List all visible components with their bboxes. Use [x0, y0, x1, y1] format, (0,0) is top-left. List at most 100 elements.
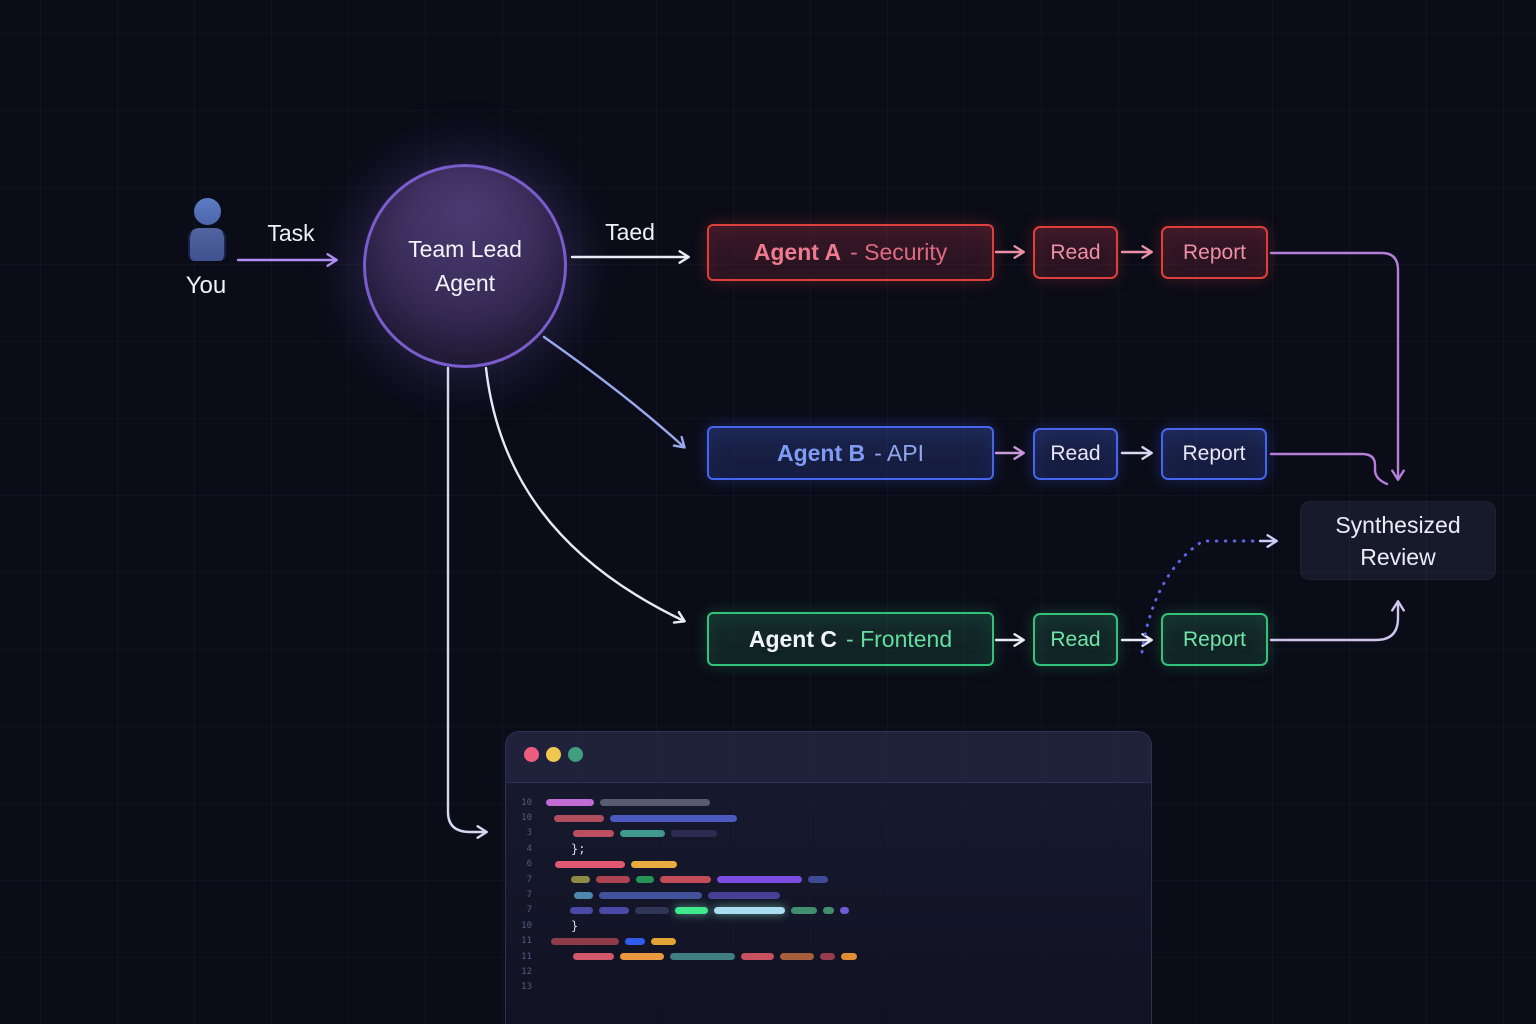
code-line-body: [546, 860, 677, 868]
line-number: 4: [526, 843, 532, 854]
agent-c-report-node: Report: [1161, 613, 1268, 666]
synthesized-review-line1: Synthesized: [1335, 511, 1461, 538]
code-token: [660, 876, 711, 884]
code-line-body: [546, 799, 710, 807]
code-line: 12: [506, 964, 1151, 979]
team-lead-node: Team Lead Agent: [363, 164, 567, 368]
agent-a-domain: - Security: [850, 239, 948, 265]
line-number: 10: [521, 813, 532, 824]
code-token: [631, 860, 677, 868]
code-line-body: [546, 891, 780, 899]
code-token: [840, 906, 849, 914]
code-token: [808, 876, 828, 884]
agent-b-read-label: Read: [1050, 442, 1101, 465]
code-token: [551, 937, 619, 945]
code-token: [571, 876, 590, 884]
line-b-report-to-synth: [1269, 452, 1389, 486]
code-token: [635, 906, 669, 914]
code-glyph: };: [571, 841, 586, 856]
agent-b-domain: - API: [874, 439, 925, 466]
code-glyph: }: [571, 918, 579, 933]
code-token: [820, 953, 835, 961]
code-token: [620, 953, 664, 961]
code-line: 11: [506, 949, 1151, 964]
user-label: You: [185, 272, 227, 299]
close-window-icon: [524, 747, 539, 762]
code-line-body: };: [546, 842, 585, 856]
code-token: [741, 953, 774, 961]
arrow-lead-to-agent-b: [542, 335, 686, 449]
code-token: [780, 953, 814, 961]
user-icon-head: [194, 198, 221, 225]
code-line-body: [546, 937, 676, 945]
code-line: 3: [506, 826, 1151, 841]
code-line: 6: [506, 857, 1151, 872]
code-token: [651, 937, 676, 945]
line-number: 10: [521, 797, 532, 808]
editor-titlebar: [506, 732, 1151, 783]
maximize-window-icon: [568, 747, 583, 762]
code-token: [714, 906, 785, 914]
synthesized-review-node: Synthesized Review: [1300, 501, 1496, 580]
agent-a-read-node: Read: [1033, 226, 1118, 279]
code-line-body: [546, 906, 849, 914]
code-token: [574, 891, 593, 899]
code-line-body: }: [546, 919, 578, 933]
taed-arrow-label: Taed: [605, 219, 655, 245]
line-number: 11: [521, 936, 532, 947]
code-token: [554, 814, 604, 822]
code-line: 10: [506, 810, 1151, 825]
code-token: [620, 829, 665, 837]
code-token: [573, 953, 614, 961]
code-token: [596, 876, 630, 884]
code-token: [717, 876, 802, 884]
line-a-report-to-synth: [1269, 251, 1405, 481]
code-line: 13: [506, 980, 1151, 995]
team-lead-label-line2: Agent: [434, 270, 496, 296]
code-token: [670, 953, 735, 961]
agent-c-read-label: Read: [1050, 627, 1101, 651]
code-token: [600, 799, 710, 807]
code-token: [625, 937, 645, 945]
code-token: [791, 906, 817, 914]
agent-a-node: Agent A - Security: [707, 224, 994, 281]
line-number: 7: [526, 890, 532, 901]
code-token: [599, 891, 702, 899]
user-icon: [188, 198, 226, 262]
arrow-lead-to-agent-c: [484, 366, 686, 624]
agent-c-node: Agent C - Frontend: [707, 612, 994, 666]
code-token: [599, 906, 629, 914]
code-token: [841, 953, 857, 961]
code-line: 10}: [506, 918, 1151, 933]
traffic-lights: [524, 747, 590, 767]
synthesized-review-line2: Review: [1360, 543, 1436, 570]
agent-c-domain: - Frontend: [846, 625, 953, 652]
code-editor-window: 10 10 3 4};6 7 7 7 10} 11 11 12 13: [505, 731, 1152, 1024]
editor-code: 10 10 3 4};6 7 7 7 10} 11 11 12 13: [506, 783, 1151, 995]
arrow-lead-to-editor: [446, 366, 488, 839]
line-number: 11: [521, 951, 532, 962]
code-token: [546, 799, 594, 807]
agent-c-report-label: Report: [1182, 627, 1247, 651]
code-line: 7: [506, 887, 1151, 902]
code-token: [570, 906, 593, 914]
code-line: 11: [506, 934, 1151, 949]
code-token: [708, 891, 780, 899]
team-lead-label-line1: Team Lead: [408, 236, 522, 262]
user-icon-body: [188, 228, 226, 261]
line-number: 10: [521, 920, 532, 931]
agent-a-report-node: Report: [1161, 226, 1268, 279]
line-number: 3: [526, 828, 532, 839]
line-c-report-to-synth: [1269, 600, 1405, 642]
line-number: 7: [526, 905, 532, 916]
agent-b-read-node: Read: [1033, 428, 1118, 480]
minimize-window-icon: [546, 747, 561, 762]
agent-a-name: Agent A: [753, 239, 842, 265]
line-number: 7: [526, 874, 532, 885]
line-number: 12: [521, 966, 532, 977]
agent-a-read-label: Read: [1050, 240, 1101, 264]
code-token: [671, 829, 717, 837]
code-line-body: [546, 876, 828, 884]
code-line: 7: [506, 903, 1151, 918]
agent-c-name: Agent C: [748, 625, 838, 652]
